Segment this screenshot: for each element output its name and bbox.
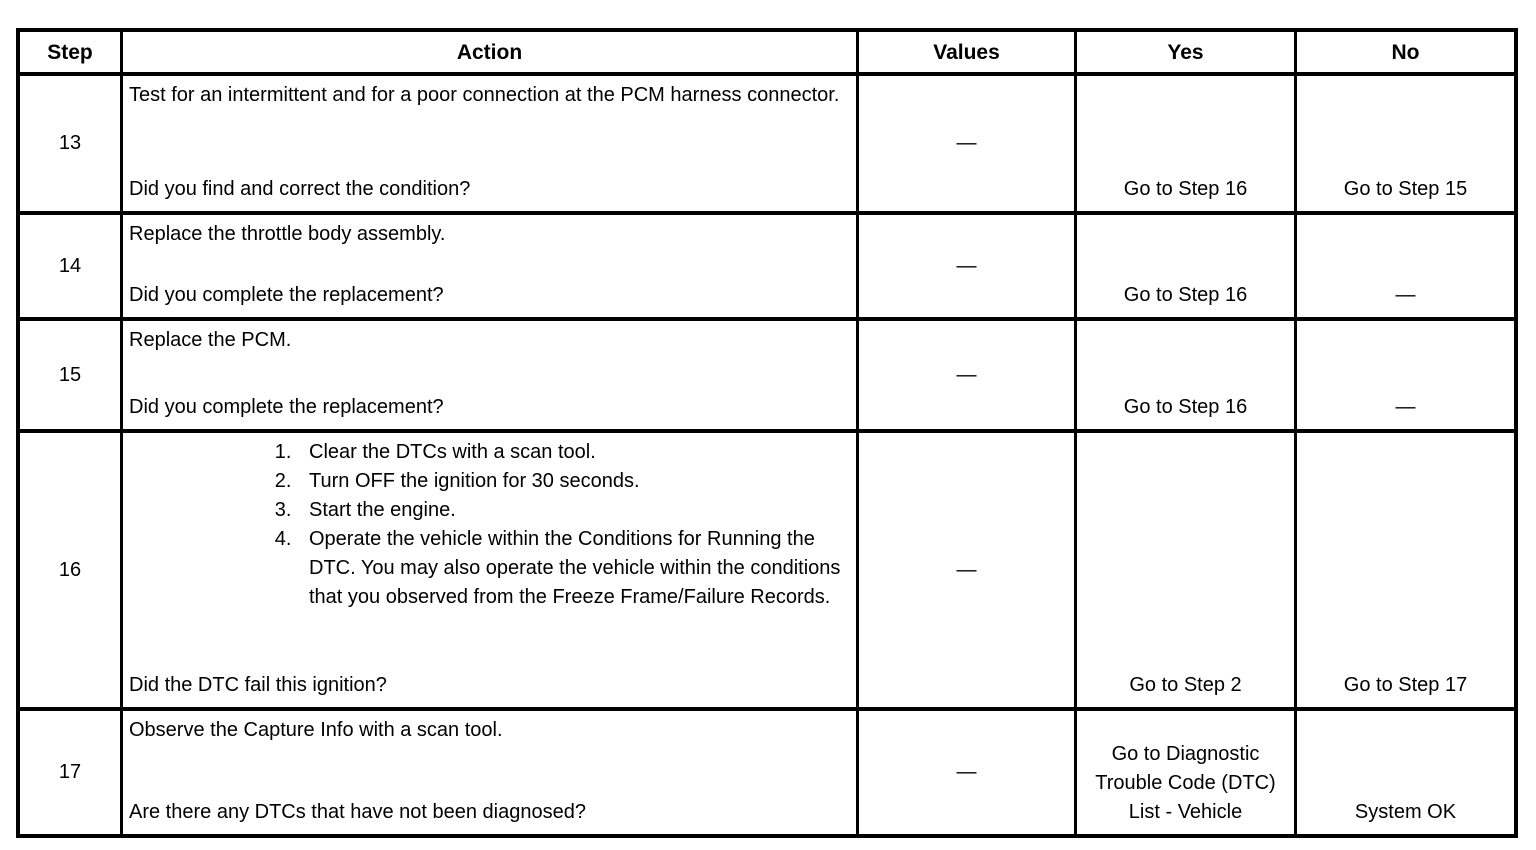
step-number-cell: 14: [20, 211, 120, 317]
action-cell: Observe the Capture Info with a scan too…: [120, 707, 856, 834]
action-question: Are there any DTCs that have not been di…: [129, 801, 586, 823]
column-header-values: Values: [856, 32, 1074, 72]
yes-cell: Go to Step 16: [1074, 317, 1294, 429]
action-cell: Replace the PCM. Did you complete the re…: [120, 317, 856, 429]
action-cell: Replace the throttle body assembly. Did …: [120, 211, 856, 317]
yes-cell: Go to Step 16: [1074, 72, 1294, 211]
step-number: 15: [58, 363, 82, 386]
action-cell: Test for an intermittent and for a poor …: [120, 72, 856, 211]
step-number-cell: 13: [20, 72, 120, 211]
step-number-cell: 15: [20, 317, 120, 429]
values-cell: —: [856, 211, 1074, 317]
yes-cell: Go to Step 2: [1074, 429, 1294, 707]
step-number: 16: [58, 558, 82, 581]
step-number: 17: [58, 761, 82, 783]
action-question: Did you complete the replacement?: [129, 284, 444, 306]
step-number: 13: [58, 132, 82, 154]
column-header-yes: Yes: [1074, 32, 1294, 72]
no-cell: Go to Step 15: [1294, 72, 1514, 211]
column-header-step: Step: [47, 40, 93, 64]
action-question: Did you complete the replacement?: [129, 396, 444, 418]
action-step-item: Turn OFF the ignition for 30 seconds.: [297, 467, 848, 496]
action-question: Did you find and correct the condition?: [129, 178, 471, 200]
column-header-no: No: [1294, 32, 1514, 72]
values-cell: —: [856, 317, 1074, 429]
action-steps-list: Clear the DTCs with a scan tool.Turn OFF…: [129, 438, 848, 612]
action-text: Test for an intermittent and for a poor …: [129, 84, 840, 106]
no-cell: Go to Step 17: [1294, 429, 1514, 707]
action-text: Replace the PCM.: [129, 329, 292, 351]
action-text: Replace the throttle body assembly.: [129, 223, 446, 245]
no-cell: —: [1294, 211, 1514, 317]
step-number-cell: 17: [20, 707, 120, 834]
no-cell: System OK: [1294, 707, 1514, 834]
action-step-item: Start the engine.: [297, 496, 848, 525]
action-step-item: Operate the vehicle within the Condition…: [297, 525, 848, 612]
values-cell: —: [856, 707, 1074, 834]
action-text: Observe the Capture Info with a scan too…: [129, 719, 503, 741]
values-cell: —: [856, 429, 1074, 707]
yes-cell: Go to Diagnostic Trouble Code (DTC) List…: [1074, 707, 1294, 834]
no-cell: —: [1294, 317, 1514, 429]
yes-cell: Go to Step 16: [1074, 211, 1294, 317]
step-number-cell: 16: [20, 429, 120, 707]
values-cell: —: [856, 72, 1074, 211]
step-number: 14: [58, 254, 82, 277]
column-header-action: Action: [120, 32, 856, 72]
action-question: Did the DTC fail this ignition?: [129, 674, 387, 696]
action-step-item: Clear the DTCs with a scan tool.: [297, 438, 848, 467]
diagnostic-steps-table: Step Action Values Yes No 13 Test for an…: [16, 28, 1518, 838]
action-cell: Clear the DTCs with a scan tool.Turn OFF…: [120, 429, 856, 707]
